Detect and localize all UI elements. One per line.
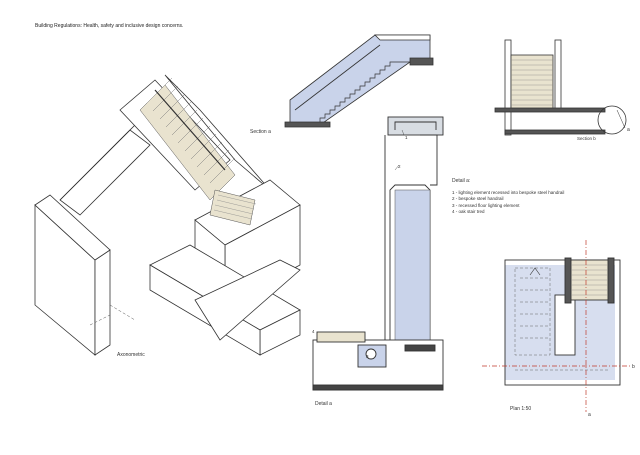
plan-marker-a: a [588,412,591,418]
plan-dashed-steps [514,267,610,371]
plan-inner-core [554,294,576,356]
plan-wall-thick-r [607,257,615,304]
section-a-steps [319,61,410,122]
plan-marker-b: b [632,364,635,370]
section-a-landing [409,57,434,66]
detail-handrail-profile [420,134,438,186]
label-axonometric: Axonometric [117,352,145,358]
note-4: 4 - oak stair tred [452,208,485,214]
detail-handrail-top [387,116,444,136]
label-plan: Plan 1:50 [510,406,531,412]
note-1: 1 - lighting element recessed into bespo… [452,190,565,196]
detail-ledge [404,344,436,352]
plan-arrow-up [529,267,541,276]
plan-section-lines [482,240,630,412]
callout-1: 1 [405,135,408,140]
section-a-handrail [294,44,381,111]
label-section-b: Section b [577,136,596,141]
plan-wall-thick-l [564,257,572,304]
axo-lower-treads [209,189,256,226]
note-2: 2 - bespoke steel handrail [452,196,504,202]
section-a-ceiling [374,34,431,41]
plan-outer-wall [504,259,621,386]
detail-oak-tread [316,331,366,343]
axo-bottom-block [194,259,301,341]
callout-2: 2 [398,164,401,169]
section-b-detail-circle [597,105,627,135]
label-section-a: Section a [250,129,271,135]
callout-4: 4 [312,329,315,334]
sheet-title: Building Regulations: Health, safety and… [35,23,184,29]
section-b-floor [494,107,606,113]
detail-notes-title: Detail a: [452,178,471,184]
section-a-floor [284,121,331,128]
axo-handrail [154,89,226,171]
detail-handrail-channel [394,121,437,130]
axo-left-wall-top [34,194,111,261]
detail-notes: Detail a: 1 - lighting element recessed … [452,178,564,215]
note-3: 3 - recessed floor lighting element [452,202,520,208]
marker-a: a [627,127,630,133]
label-detail-a-caption: Detail a [315,401,332,407]
detail-floor-light [365,348,377,360]
detail-base [312,384,444,391]
callout-3: 3 [366,354,369,359]
